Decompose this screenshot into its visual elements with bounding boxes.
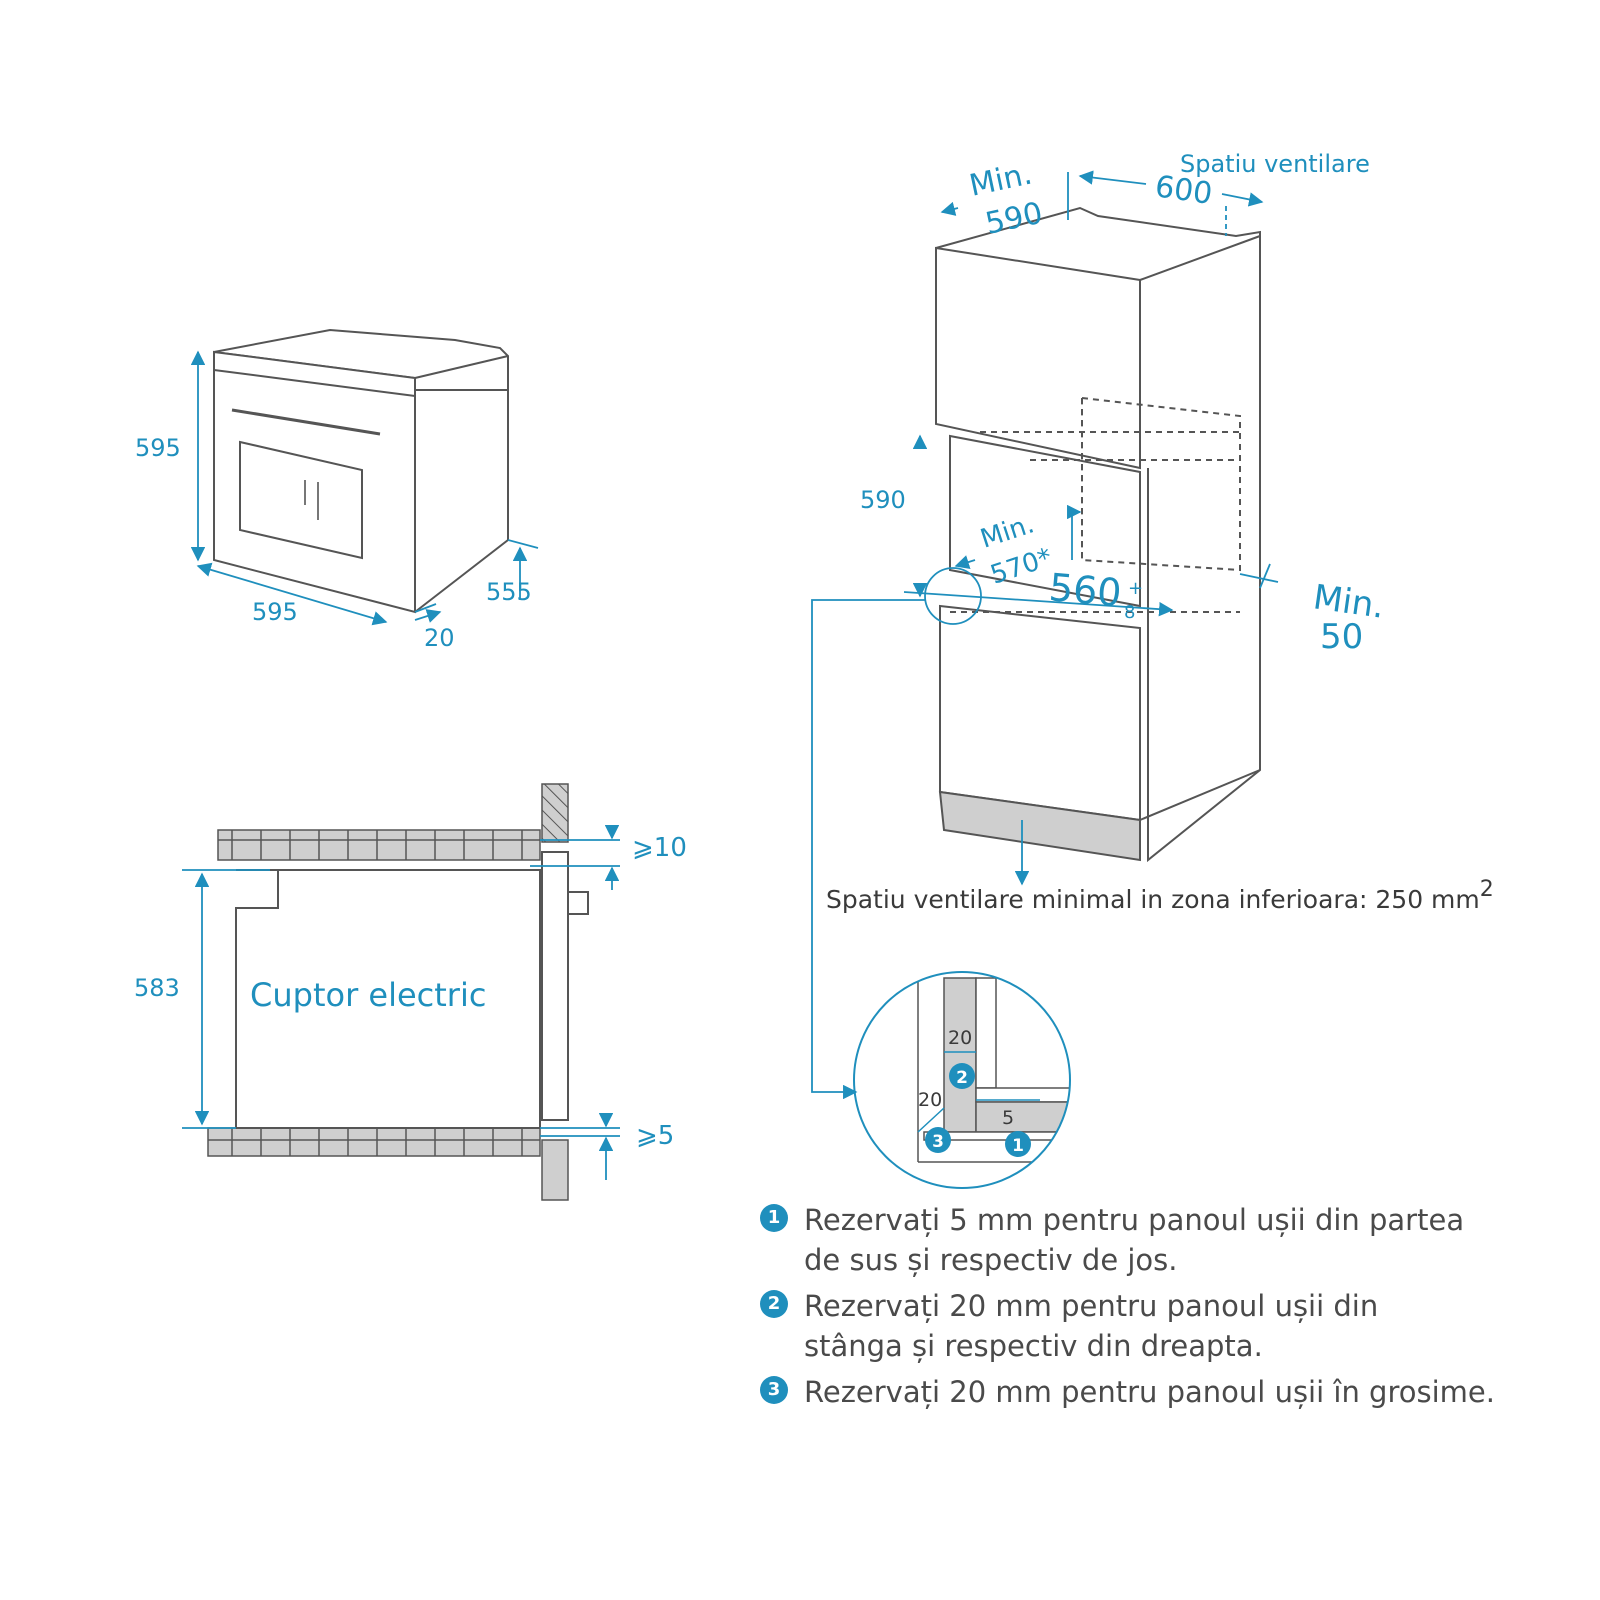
side-gap-min-label: Min.	[1311, 577, 1387, 627]
section-height-value: 583	[134, 974, 180, 1002]
niche-width-line	[903, 591, 1174, 617]
oven-depth-label: 555	[486, 578, 532, 606]
niche-tolerance-value: 8	[1124, 602, 1135, 623]
cabinet-width-line	[1078, 170, 1147, 185]
cabinet-perspective	[935, 206, 1261, 863]
side-gap-value: 50	[1320, 617, 1363, 657]
note-number-2: 2	[760, 1290, 788, 1318]
bottom-gap-value: ⩾5	[636, 1121, 674, 1151]
oven-height-label: 595	[135, 434, 181, 462]
detail-marker-3: 3	[925, 1127, 951, 1153]
svg-text:3: 3	[932, 1132, 944, 1152]
oven-door-label: 20	[424, 624, 455, 652]
note-text-2b: stânga și respectiv din dreapta.	[804, 1329, 1263, 1363]
cabinet-width-value: 600	[1153, 169, 1215, 212]
note-item-1: 1 Rezervați 5 mm pentru panoul ușii din …	[760, 1200, 1580, 1280]
note-item-2: 2 Rezervați 20 mm pentru panoul ușii din…	[760, 1286, 1580, 1366]
note-text-1b: de sus și respectiv de jos.	[804, 1243, 1178, 1277]
bottom-vent-text: Spatiu ventilare minimal in zona inferio…	[826, 877, 1494, 914]
oven-handle	[567, 891, 589, 915]
oven-width-line	[196, 562, 388, 626]
detail-view	[853, 971, 1071, 1189]
detail-bottom-dim: 5	[1002, 1107, 1014, 1129]
detail-side-dim: 20	[918, 1089, 942, 1111]
oven-perspective	[213, 328, 509, 614]
top-gap-value: ⩾10	[632, 833, 687, 863]
niche-tolerance-plus: +	[1128, 578, 1143, 599]
note-item-3: 3 Rezervați 20 mm pentru panoul ușii în …	[760, 1372, 1580, 1412]
svg-text:2: 2	[956, 1068, 968, 1088]
bottom-shelf	[207, 1127, 541, 1157]
niche-width-value: 560	[1047, 565, 1123, 615]
cabinet-dimensions	[811, 170, 1279, 1100]
detail-circle	[853, 971, 1071, 1189]
detail-top-dim: 20	[948, 1027, 972, 1049]
note-number-1: 1	[760, 1204, 788, 1232]
section-view	[207, 783, 589, 1201]
detail-leader-line	[811, 599, 925, 1100]
svg-text:1: 1	[1012, 1136, 1024, 1156]
detail-marker-2: 2	[949, 1063, 975, 1089]
top-cabinet-front	[541, 783, 569, 843]
note-text-2a: Rezervați 20 mm pentru panoul ușii din	[804, 1289, 1379, 1323]
top-shelf	[217, 829, 541, 861]
oven-width-label: 595	[252, 598, 298, 626]
note-text-1a: Rezervați 5 mm pentru panoul ușii din pa…	[804, 1203, 1465, 1237]
cabinet-min-label: Min.	[966, 157, 1035, 204]
oven-door	[541, 851, 569, 1121]
section-dimensions	[182, 825, 620, 1180]
vent-space-label: Spatiu ventilare	[1180, 150, 1370, 178]
bottom-cabinet-front	[541, 1139, 569, 1201]
notes-list: 1 Rezervați 5 mm pentru panoul ușii din …	[760, 1200, 1580, 1418]
detail-callout-circle	[924, 567, 982, 625]
oven-dimensions	[190, 350, 539, 626]
oven-name-label: Cuptor electric	[250, 976, 486, 1014]
detail-marker-1: 1	[1005, 1131, 1031, 1157]
cabinet-height-value: 590	[860, 486, 906, 514]
note-number-3: 3	[760, 1376, 788, 1404]
note-text-3a: Rezervați 20 mm pentru panoul ușii în gr…	[804, 1375, 1495, 1409]
